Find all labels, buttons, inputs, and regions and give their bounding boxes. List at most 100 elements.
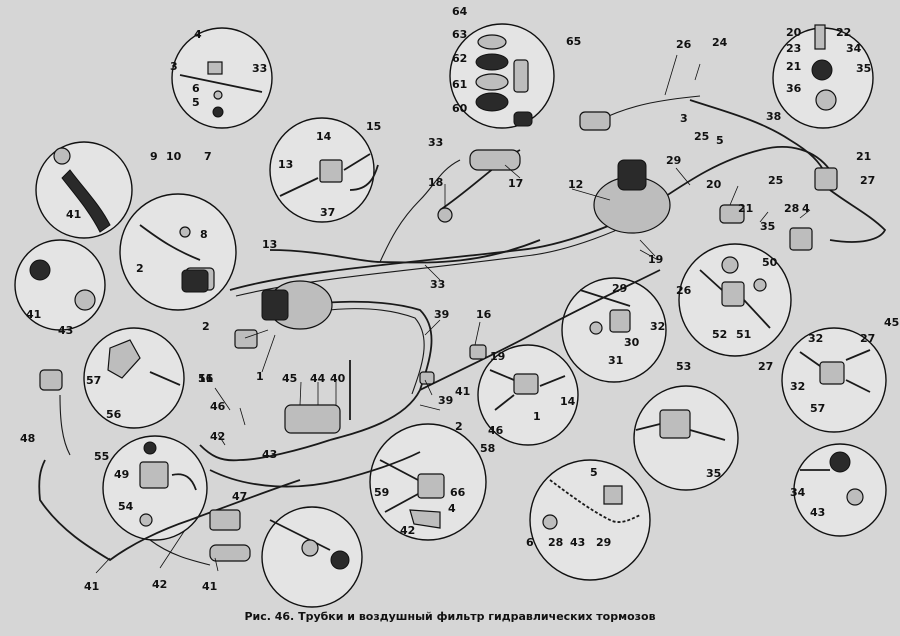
tee-lower	[209, 509, 241, 531]
part-number-label: 7	[204, 150, 212, 163]
part-number-label: 51	[736, 328, 751, 341]
part-number-label: 31	[608, 354, 623, 367]
part-number-label: 45	[282, 372, 297, 385]
part-number-label: 59	[374, 486, 389, 499]
part-number-label: 26	[676, 284, 692, 297]
part-number-label: 37	[320, 206, 335, 219]
part-number-label: 24	[712, 36, 728, 49]
part-number-label: 4	[194, 28, 202, 41]
callout-bracket	[171, 27, 273, 129]
part-number-label: 34	[790, 486, 806, 499]
part-number-label: 8	[200, 228, 208, 241]
part-number-label: 60	[452, 102, 468, 115]
part-number-label: 32	[808, 332, 823, 345]
part-number-label: 49	[114, 468, 129, 481]
master-reservoir	[261, 289, 289, 321]
callout-wheel-cyl	[793, 443, 887, 537]
part-number-label: 21	[786, 60, 801, 73]
part-number-label: 28	[548, 536, 563, 549]
part-number-label: 19	[490, 350, 505, 363]
part-number-label: 41	[26, 308, 41, 321]
part-number-label: 3	[170, 60, 178, 73]
part-number-label: 4	[802, 202, 810, 215]
part-number-label: 16	[476, 308, 492, 321]
part-number-label: 41	[66, 208, 81, 221]
union-left	[234, 329, 258, 349]
part-number-label: 1	[533, 410, 541, 423]
part-number-label: 32	[650, 320, 665, 333]
part-number-label: 55	[94, 450, 109, 463]
part-number-label: 15	[366, 120, 381, 133]
part-number-label: 56	[198, 372, 214, 385]
part-number-label: 36	[786, 82, 802, 95]
part-number-label: 33	[428, 136, 443, 149]
part-number-label: 40	[330, 372, 346, 385]
part-number-label: 4	[448, 502, 456, 515]
part-number-label: 1	[256, 370, 264, 383]
part-number-label: 35	[856, 62, 871, 75]
part-number-label: 54	[118, 500, 134, 513]
part-number-label: 35	[760, 220, 775, 233]
part-number-label: 66	[450, 486, 466, 499]
part-number-label: 27	[860, 174, 875, 187]
part-number-label: 46	[488, 424, 504, 437]
hose-lower	[209, 544, 251, 562]
callout-details	[29, 24, 871, 570]
hose-connector-top	[579, 111, 611, 131]
part-number-label: 13	[278, 158, 293, 171]
part-number-label: 27	[860, 332, 875, 345]
fitting-40	[419, 371, 435, 385]
part-number-label: 61	[452, 78, 467, 91]
part-number-label: 41	[202, 580, 217, 593]
part-number-label: 2	[202, 320, 210, 333]
connector-right	[719, 204, 745, 224]
part-number-label: 14	[560, 395, 576, 408]
part-number-label: 28	[784, 202, 799, 215]
part-number-label: 22	[836, 26, 851, 39]
part-number-label: 19	[648, 253, 663, 266]
part-number-label: 43	[262, 448, 277, 461]
part-number-label: 38	[766, 110, 781, 123]
part-number-label: 41	[455, 385, 470, 398]
part-number-label: 33	[430, 278, 445, 291]
part-number-label: 14	[316, 130, 332, 143]
figure-caption: Рис. 46. Трубки и воздушный фильтр гидра…	[244, 610, 656, 623]
part-number-label: 45	[884, 316, 899, 329]
part-number-label: 34	[846, 42, 862, 55]
clamp-18	[437, 207, 453, 223]
part-number-label: 3	[680, 112, 688, 125]
part-number-label: 50	[762, 256, 778, 269]
part-number-label: 44	[310, 372, 326, 385]
part-number-label: 29	[666, 154, 681, 167]
part-number-label: 57	[810, 402, 825, 415]
part-number-label: 5	[590, 466, 598, 479]
part-number-label: 2	[455, 420, 463, 433]
part-number-label: 46	[210, 400, 226, 413]
part-number-label: 43	[570, 536, 585, 549]
part-number-label: 42	[400, 524, 415, 537]
callout-pipe-clip	[119, 193, 237, 311]
filter-cap	[617, 159, 647, 191]
part-number-label: 20	[706, 178, 722, 191]
part-number-label: 39	[434, 308, 449, 321]
part-number-label: 25	[694, 130, 709, 143]
part-number-label: 29	[596, 536, 611, 549]
part-number-label: 23	[786, 42, 801, 55]
part-number-label: 42	[210, 430, 225, 443]
part-number-label: 12	[568, 178, 583, 191]
brake-booster	[284, 404, 341, 434]
part-number-label: 6	[526, 536, 534, 549]
part-number-label: 62	[452, 52, 467, 65]
part-number-label: 56	[106, 408, 122, 421]
part-number-label: 42	[152, 578, 167, 591]
part-number-label: 21	[738, 202, 753, 215]
part-number-label: 48	[20, 432, 35, 445]
part-number-label: 13	[262, 238, 277, 251]
part-number-label: 63	[452, 28, 467, 41]
part-number-label: 47	[232, 490, 247, 503]
part-number-label: 17	[508, 177, 523, 190]
part-number-label: 41	[84, 580, 99, 593]
hose-end-right	[789, 227, 813, 251]
callout-three-way	[477, 344, 579, 446]
